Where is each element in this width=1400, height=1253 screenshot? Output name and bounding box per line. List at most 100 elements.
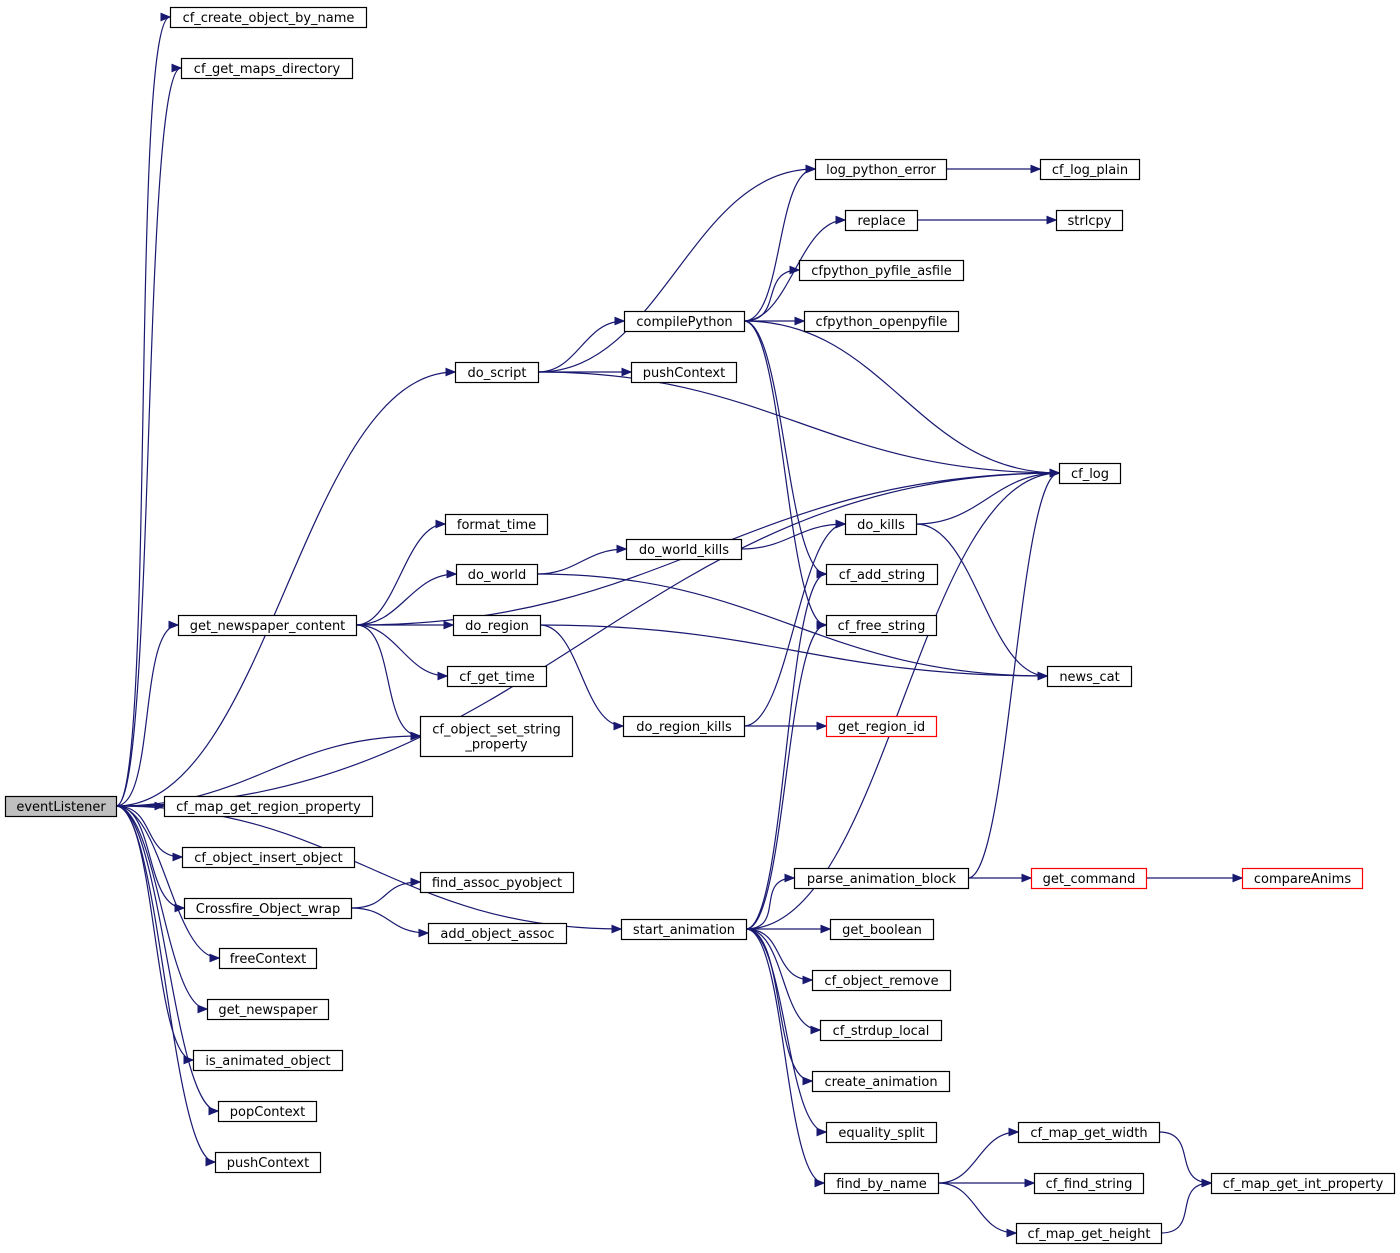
edge-event-listener-to-cf-get-maps-directory [115, 67, 182, 807]
node-do-region[interactable]: do_region [452, 614, 542, 637]
node-label: get_command [1043, 872, 1136, 887]
node-do-world[interactable]: do_world [455, 563, 539, 586]
node-label: find_by_name [836, 1177, 927, 1192]
node-do-region-kills[interactable]: do_region_kills [622, 715, 746, 738]
node-cf-map-get-int-property[interactable]: cf_map_get_int_property [1210, 1172, 1396, 1195]
node-cf-free-string[interactable]: cf_free_string [825, 614, 938, 637]
node-box [825, 563, 939, 586]
node-cfpython-openpyfile[interactable]: cfpython_openpyfile [803, 310, 960, 333]
edge-event-listener-to-free-context [115, 805, 220, 959]
node-parse-animation-block[interactable]: parse_animation_block [793, 867, 970, 890]
node-label: replace [857, 214, 905, 229]
node-label: cf_map_get_region_property [176, 800, 361, 815]
node-news-cat[interactable]: news_cat [1046, 665, 1133, 688]
node-label: equality_split [838, 1126, 924, 1141]
node-format-time[interactable]: format_time [444, 513, 549, 536]
node-cf-map-get-height[interactable]: cf_map_get_height [1015, 1222, 1163, 1245]
edge-start-animation-to-create-animation-arrowhead [802, 1076, 814, 1086]
edge-do-world-kills-to-do-kills [740, 523, 846, 550]
node-push-context-left[interactable]: pushContext [214, 1151, 322, 1174]
node-box [630, 361, 738, 384]
edge-event-listener-to-cf-object-insert-object-arrowhead [172, 852, 184, 862]
node-cf-object-set-string-property[interactable]: cf_object_set_string_property [419, 715, 574, 758]
node-do-kills[interactable]: do_kills [844, 513, 918, 536]
edge-get-newspaper-content-to-format-time [355, 523, 446, 626]
node-label: cf_find_string [1046, 1177, 1133, 1192]
node-get-newspaper-content[interactable]: get_newspaper_content [177, 614, 358, 637]
node-box [844, 209, 919, 232]
node-box [811, 969, 952, 992]
node-label: freeContext [230, 952, 307, 967]
edge-compile-python-to-cf-log [743, 320, 1060, 474]
node-get-boolean[interactable]: get_boolean [829, 918, 935, 941]
node-cf-map-get-region-property[interactable]: cf_map_get_region_property [163, 795, 374, 818]
edge-compile-python-to-log-python-error [743, 168, 816, 322]
edge-do-script-to-log-python-error [537, 168, 816, 373]
node-get-region-id[interactable]: get_region_id [825, 715, 938, 738]
node-box [455, 563, 539, 586]
node-box [793, 867, 970, 890]
node-label: format_time [457, 518, 536, 533]
node-pop-context[interactable]: popContext [217, 1100, 318, 1123]
node-label: get_region_id [838, 720, 925, 735]
node-cf-get-maps-directory[interactable]: cf_get_maps_directory [180, 57, 354, 80]
node-cf-log-plain[interactable]: cf_log_plain [1039, 158, 1141, 181]
edge-event-listener-to-push-context-left-arrowhead [205, 1157, 217, 1167]
edge-get-newspaper-content-to-do-region-arrowhead [443, 620, 455, 630]
node-free-context[interactable]: freeContext [218, 947, 318, 970]
node-replace[interactable]: replace [844, 209, 919, 232]
node-cf-find-string[interactable]: cf_find_string [1033, 1172, 1145, 1195]
node-compile-python[interactable]: compilePython [623, 310, 746, 333]
edge-find-by-name-to-cf-map-get-width [937, 1131, 1019, 1184]
node-label: Crossfire_Object_wrap [196, 902, 340, 917]
node-label: do_world [468, 568, 527, 583]
node-cf-object-remove[interactable]: cf_object_remove [811, 969, 952, 992]
node-do-script[interactable]: do_script [454, 361, 540, 384]
node-log-python-error[interactable]: log_python_error [814, 158, 948, 181]
edge-get-newspaper-content-to-do-world-arrowhead [446, 569, 458, 579]
node-is-animated-object[interactable]: is_animated_object [192, 1049, 344, 1072]
edge-compile-python-to-cf-free-string [743, 320, 827, 626]
node-box [454, 361, 540, 384]
node-do-world-kills[interactable]: do_world_kills [625, 538, 743, 561]
node-start-animation[interactable]: start_animation [620, 918, 748, 941]
edge-compile-python-to-cfpython-openpyfile-arrowhead [794, 316, 806, 326]
node-cf-add-string[interactable]: cf_add_string [825, 563, 939, 586]
node-box [825, 1121, 938, 1144]
node-cf-map-get-width[interactable]: cf_map_get_width [1017, 1121, 1161, 1144]
edge-event-listener-to-cf-get-maps-directory-arrowhead [171, 63, 183, 73]
node-create-animation[interactable]: create_animation [811, 1070, 951, 1093]
node-box [4, 795, 118, 818]
edge-find-by-name-to-cf-find-string-arrowhead [1024, 1178, 1036, 1188]
node-label: cfpython_pyfile_asfile [811, 264, 951, 279]
node-cf-strdup-local[interactable]: cf_strdup_local [819, 1019, 943, 1042]
edge-start-animation-to-cf-free-string [745, 624, 827, 930]
node-add-object-assoc[interactable]: add_object_assoc [427, 922, 568, 945]
node-strlcpy[interactable]: strlcpy [1055, 209, 1124, 232]
edge-parse-animation-block-to-get-command-arrowhead [1021, 873, 1033, 883]
node-cf-create-object-by-name[interactable]: cf_create_object_by_name [169, 6, 368, 29]
edge-cf-map-get-width-to-cf-map-get-int-property [1158, 1131, 1212, 1184]
node-get-command[interactable]: get_command [1030, 867, 1148, 890]
edge-start-animation-to-cf-free-string-arrowhead [816, 620, 828, 630]
node-label: parse_animation_block [807, 872, 957, 887]
node-crossfire-object-wrap[interactable]: Crossfire_Object_wrap [183, 897, 353, 920]
node-compare-anims[interactable]: compareAnims [1241, 867, 1364, 890]
node-equality-split[interactable]: equality_split [825, 1121, 938, 1144]
edge-event-listener-to-free-context-arrowhead [209, 953, 221, 963]
node-cfpython-pyfile-asfile[interactable]: cfpython_pyfile_asfile [798, 259, 965, 282]
node-cf-object-insert-object[interactable]: cf_object_insert_object [181, 846, 356, 869]
edge-event-listener-to-cf-create-object-by-name-arrowhead [160, 12, 172, 22]
edge-event-listener-to-cf-object-set-string-property [115, 735, 421, 807]
edge-crossfire-object-wrap-to-find-assoc-pyobject-arrowhead [410, 877, 422, 887]
node-event-listener[interactable]: eventListener [4, 795, 118, 818]
node-find-assoc-pyobject[interactable]: find_assoc_pyobject [419, 871, 575, 894]
edge-event-listener-to-get-newspaper-content-arrowhead [168, 620, 180, 630]
node-cf-log[interactable]: cf_log [1058, 462, 1122, 485]
node-push-context-mid[interactable]: pushContext [630, 361, 738, 384]
node-cf-get-time[interactable]: cf_get_time [446, 665, 548, 688]
edge-do-region-kills-to-get-region-id-arrowhead [816, 721, 828, 731]
edge-do-script-to-compile-python-arrowhead [614, 316, 626, 326]
node-get-newspaper[interactable]: get_newspaper [206, 998, 330, 1021]
node-find-by-name[interactable]: find_by_name [823, 1172, 940, 1195]
